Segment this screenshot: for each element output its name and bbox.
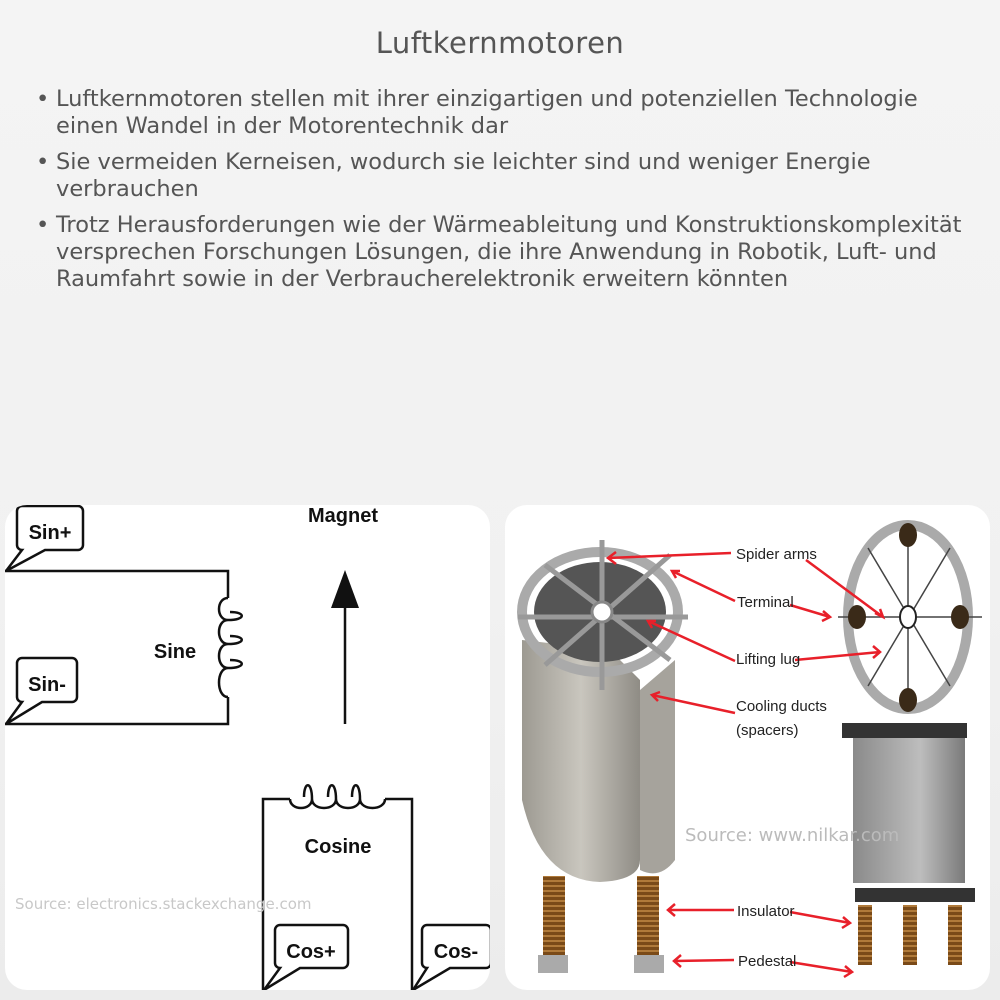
magnet-label: Magnet	[308, 505, 378, 527]
label-spider-arms: Spider arms	[736, 546, 817, 563]
sin-plus-label: Sin+	[29, 522, 72, 544]
cosine-label: Cosine	[305, 836, 372, 858]
bullet-list: Luftkernmotoren stellen mit ihrer einzig…	[36, 86, 976, 302]
source-credit: Source: www.nilkar.com	[685, 825, 900, 846]
reactor-top-view	[838, 520, 982, 714]
reactor-side-view	[842, 723, 975, 965]
label-spacers: (spacers)	[736, 722, 799, 739]
bullet-item: Trotz Herausforderungen wie der Wärmeabl…	[36, 212, 976, 293]
cos-plus-callout	[262, 923, 350, 990]
air-core-reactor-card: Spider arms Terminal Lifting lug Cooling…	[505, 505, 990, 990]
cos-minus-callout	[411, 923, 490, 990]
reactor-3d-view	[517, 540, 688, 973]
cos-plus-label: Cos+	[286, 941, 335, 963]
label-lifting-lug: Lifting lug	[736, 651, 800, 668]
source-credit: Source: electronics.stackexchange.com	[15, 895, 312, 913]
sin-minus-callout	[5, 656, 79, 726]
bullet-item: Luftkernmotoren stellen mit ihrer einzig…	[36, 86, 976, 140]
bullet-item: Sie vermeiden Kerneisen, wodurch sie lei…	[36, 149, 976, 203]
label-terminal: Terminal	[737, 594, 794, 611]
resolver-diagram-card: Magnet Sine Cosine Sin+ Sin- Cos+ Cos- S…	[5, 505, 490, 990]
air-core-reactor-illustration: Spider arms Terminal Lifting lug Cooling…	[517, 520, 982, 979]
cos-minus-label: Cos-	[434, 941, 478, 963]
sine-wire	[5, 569, 230, 726]
sin-minus-label: Sin-	[28, 674, 66, 696]
magnet-arrow-icon	[331, 570, 359, 608]
label-insulator: Insulator	[737, 903, 795, 920]
sin-plus-callout	[5, 505, 85, 573]
label-pedestal: Pedestal	[738, 953, 796, 970]
callout-arrows	[605, 551, 886, 979]
sine-label: Sine	[154, 641, 196, 663]
page-title: Luftkernmotoren	[375, 26, 625, 60]
resolver-diagram: Magnet Sine Cosine Sin+ Sin- Cos+ Cos-	[5, 505, 490, 990]
sine-coil-icon	[217, 596, 243, 699]
cosine-coil-icon	[288, 784, 387, 810]
label-cooling-ducts: Cooling ducts	[736, 698, 827, 715]
cosine-wire	[261, 797, 414, 990]
